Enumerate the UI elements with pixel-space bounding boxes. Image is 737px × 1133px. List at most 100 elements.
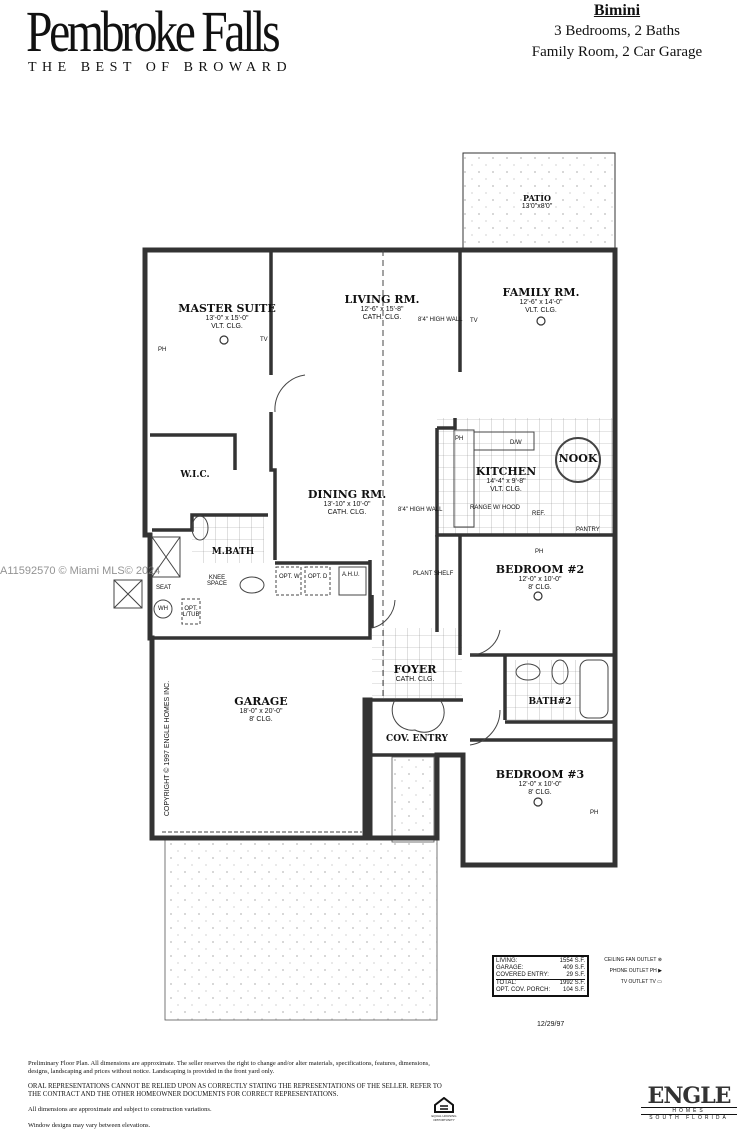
room-name: GARAGE [234, 695, 288, 708]
water-heater-label: WH [158, 606, 168, 612]
plan-date: 12/29/97 [537, 1021, 565, 1028]
model-line-1: 3 Bedrooms, 2 Baths [554, 23, 680, 39]
model-name: Bimini [593, 2, 641, 19]
room-name: BEDROOM #3 [495, 768, 585, 781]
copyright-note: COPYRIGHT © 1997 ENGLE HOMES INC. [164, 680, 172, 817]
opt-dryer-label: OPT. D [308, 574, 328, 580]
room-ceiling: VLT. CLG. [525, 307, 557, 314]
dw-label: D/W [510, 440, 522, 446]
room-dims: 12'-6" x 14'-0" [519, 299, 563, 306]
model-line-2: Family Room, 2 Car Garage [531, 44, 703, 60]
room-living: LIVING RM.12'-6" x 15'-8"CATH. CLG. [345, 293, 420, 322]
room-name: FAMILY RM. [502, 286, 580, 299]
room-ceiling: VLT. CLG. [211, 323, 243, 330]
high-wall-note: 8'4" HIGH WALL [418, 317, 463, 323]
phone-outlet: PH [535, 549, 544, 555]
opt-laundry-tub-label: OPT. L/TUB [182, 606, 200, 618]
walkway [391, 756, 435, 843]
phone-outlet: PH [455, 436, 464, 442]
ref-label: REF. [532, 511, 546, 517]
room-ceiling: CATH. CLG. [327, 509, 367, 516]
room-name: BEDROOM #2 [495, 563, 585, 576]
equal-housing-text: EQUAL HOUSING OPPORTUNITY [431, 1114, 457, 1122]
room-name: LIVING RM. [344, 293, 420, 306]
disclaimer-1: Preliminary Floor Plan. All dimensions a… [28, 1060, 430, 1075]
room-name: KITCHEN [475, 465, 537, 478]
tv-outlet: TV [260, 337, 268, 343]
room-ceiling: 8' CLG. [249, 716, 273, 723]
sqft-label: LIVING: [496, 958, 518, 964]
builder-sub1: HOMES [641, 1107, 737, 1114]
room-dims: 13'-0" x 15'-0" [205, 315, 249, 322]
sqft-label: OPT. COV. PORCH: [496, 987, 551, 993]
sqft-row: LIVING:1554 S.F. [496, 958, 585, 965]
pantry-label: PANTRY [576, 527, 600, 533]
square-footage-table: LIVING:1554 S.F. GARAGE: 409 S.F. COVERED… [492, 955, 589, 997]
room-nook: NOOK [559, 452, 598, 465]
room-dining: DINING RM.13'-10" x 10'-0"CATH. CLG. [308, 488, 386, 517]
sqft-row: TOTAL: 1992 S.F. [496, 980, 585, 987]
brand-tagline: THE BEST OF BROWARD [28, 60, 293, 75]
mls-watermark: A11592570 © Miami MLS© 2024 [0, 565, 161, 577]
room-name: BATH#2 [528, 697, 572, 707]
sqft-value: 29 S.F. [566, 972, 585, 978]
phone-outlet: PH [158, 347, 167, 353]
room-ceiling: CATH. CLG. [362, 314, 402, 321]
room-name: DINING RM. [307, 488, 387, 501]
knee-space-label: KNEE SPACE [207, 575, 227, 587]
sqft-value: 1992 S.F. [559, 980, 585, 986]
symbol-legend: CEILING FAN OUTLET ⊗ PHONE OUTLET PH ▶ T… [597, 955, 662, 988]
house-icon [434, 1096, 454, 1113]
seat-label: SEAT [156, 585, 172, 591]
equal-housing-logo: EQUAL HOUSING OPPORTUNITY [430, 1096, 458, 1122]
sqft-value: 104 S.F. [562, 987, 585, 993]
disclaimer-4: Window designs may vary between elevatio… [28, 1122, 151, 1129]
room-name: W.I.C. [180, 470, 210, 480]
room-bath-2: BATH#2 [528, 697, 571, 707]
room-dims: 12'-0" x 10'-0" [518, 781, 562, 788]
room-name: MASTER SUITE [178, 302, 276, 315]
ahu-label: A.H.U. [342, 572, 360, 578]
room-wic: W.I.C. [180, 470, 209, 480]
sqft-row: COVERED ENTRY: 29 S.F. [496, 972, 585, 980]
sqft-label: GARAGE: [496, 965, 524, 971]
tv-outlet: TV [470, 318, 478, 324]
plant-shelf-note: PLANT SHELF [413, 571, 454, 577]
room-dims: 13'-10" x 10'-0" [323, 501, 371, 508]
room-name: COV. ENTRY [386, 734, 448, 744]
sqft-row: GARAGE: 409 S.F. [496, 965, 585, 972]
model-info: Bimini 3 Bedrooms, 2 Baths Family Room, … [497, 0, 737, 63]
disclaimer-2: ORAL REPRESENTATIONS CANNOT BE RELIED UP… [28, 1083, 442, 1098]
builder-sub2: SOUTH FLORIDA [641, 1114, 737, 1121]
range-label: RANGE W/ HOOD [470, 505, 521, 511]
driveway [164, 839, 438, 1021]
room-dims: 12'-0" x 10'-0" [518, 576, 562, 583]
builder-name: ENGLE [647, 1083, 732, 1109]
room-name: M.BATH [211, 547, 255, 557]
room-ceiling: VLT. CLG. [490, 486, 522, 493]
room-family: FAMILY RM.12'-6" x 14'-0"VLT. CLG. [503, 286, 580, 315]
sqft-value: 409 S.F. [562, 965, 585, 971]
room-ceiling: CATH. CLG. [395, 676, 435, 683]
room-name: FOYER [393, 663, 437, 676]
room-name: NOOK [558, 452, 598, 465]
builder-logo: ENGLE HOMES SOUTH FLORIDA [641, 1085, 737, 1121]
sqft-label: COVERED ENTRY: [496, 972, 549, 978]
phone-outlet: PH [590, 810, 599, 816]
room-ceiling: 8' CLG. [528, 789, 552, 796]
room-name: PATIO [523, 193, 551, 203]
sqft-label: TOTAL: [496, 980, 517, 986]
room-dims: 18'-0" x 20'-0" [239, 708, 283, 715]
legend-ceiling-fan: CEILING FAN OUTLET ⊗ [604, 957, 662, 963]
disclaimer-3: All dimensions are approximate and subje… [28, 1106, 212, 1113]
room-dims: 12'-6" x 15'-8" [360, 306, 404, 313]
high-wall-note-2: 8'4" HIGH WALL [398, 507, 443, 513]
legend-phone: PHONE OUTLET PH ▶ [609, 968, 662, 974]
